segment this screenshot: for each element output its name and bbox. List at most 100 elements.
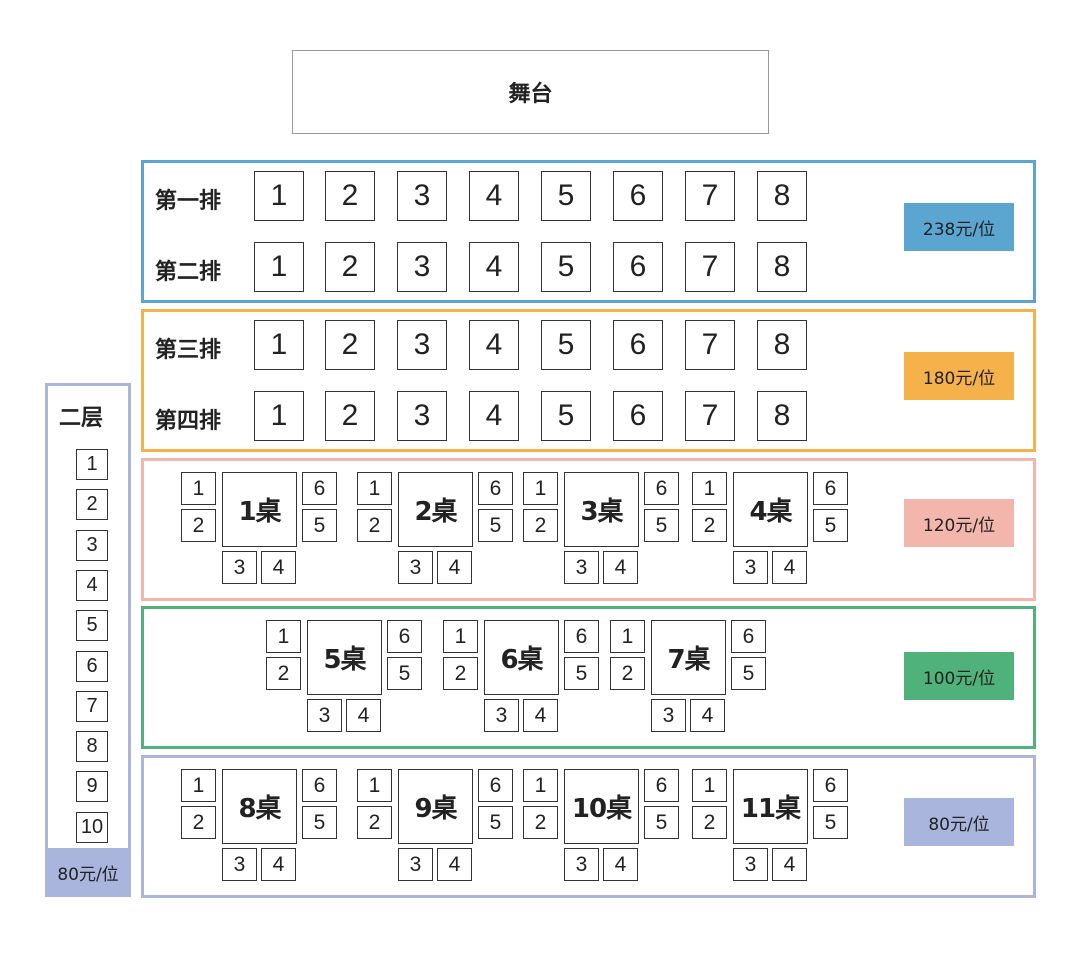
seat[interactable]: 4: [469, 320, 519, 370]
seat[interactable]: 3: [397, 391, 447, 441]
table-seat[interactable]: 3: [398, 848, 433, 881]
table-seat[interactable]: 4: [603, 848, 638, 881]
table-seat[interactable]: 3: [564, 551, 599, 584]
table[interactable]: 6桌: [484, 620, 559, 695]
seat[interactable]: 8: [757, 391, 807, 441]
table-seat[interactable]: 5: [387, 657, 422, 690]
table-seat[interactable]: 6: [813, 472, 848, 505]
table-seat[interactable]: 3: [398, 551, 433, 584]
table-seat[interactable]: 4: [690, 699, 725, 732]
seat[interactable]: 5: [541, 171, 591, 221]
table[interactable]: 5桌: [307, 620, 382, 695]
balcony-seat[interactable]: 6: [76, 650, 108, 682]
table-seat[interactable]: 5: [731, 657, 766, 690]
table[interactable]: 1桌: [222, 472, 297, 547]
table[interactable]: 11桌: [733, 769, 808, 844]
balcony-seat[interactable]: 8: [76, 731, 108, 763]
table-seat[interactable]: 6: [387, 620, 422, 653]
seat[interactable]: 4: [469, 242, 519, 292]
table-seat[interactable]: 2: [692, 806, 727, 839]
table-seat[interactable]: 3: [733, 848, 768, 881]
seat[interactable]: 2: [325, 391, 375, 441]
table-seat[interactable]: 5: [813, 509, 848, 542]
table[interactable]: 2桌: [398, 472, 473, 547]
table-seat[interactable]: 1: [692, 472, 727, 505]
balcony-seat[interactable]: 7: [76, 690, 108, 722]
table-seat[interactable]: 1: [692, 769, 727, 802]
seat[interactable]: 5: [541, 320, 591, 370]
balcony-seat[interactable]: 9: [76, 771, 108, 803]
balcony-seat[interactable]: 3: [76, 529, 108, 561]
table-seat[interactable]: 2: [181, 509, 216, 542]
table-seat[interactable]: 4: [603, 551, 638, 584]
seat[interactable]: 2: [325, 320, 375, 370]
seat[interactable]: 3: [397, 242, 447, 292]
table[interactable]: 7桌: [651, 620, 726, 695]
seat[interactable]: 6: [613, 391, 663, 441]
table-seat[interactable]: 3: [222, 551, 257, 584]
table-seat[interactable]: 5: [564, 657, 599, 690]
table-seat[interactable]: 4: [772, 848, 807, 881]
seat[interactable]: 6: [613, 320, 663, 370]
table-seat[interactable]: 6: [564, 620, 599, 653]
table-seat[interactable]: 5: [644, 509, 679, 542]
seat[interactable]: 6: [613, 242, 663, 292]
table-seat[interactable]: 2: [610, 657, 645, 690]
table[interactable]: 9桌: [398, 769, 473, 844]
table-seat[interactable]: 3: [307, 699, 342, 732]
balcony-seat[interactable]: 10: [76, 811, 108, 843]
seat[interactable]: 3: [397, 171, 447, 221]
table-seat[interactable]: 3: [484, 699, 519, 732]
seat[interactable]: 4: [469, 171, 519, 221]
table-seat[interactable]: 2: [181, 806, 216, 839]
table-seat[interactable]: 4: [437, 848, 472, 881]
table[interactable]: 4桌: [733, 472, 808, 547]
balcony-seat[interactable]: 1: [76, 449, 108, 480]
table-seat[interactable]: 1: [357, 769, 392, 802]
seat[interactable]: 7: [685, 320, 735, 370]
seat[interactable]: 1: [254, 242, 304, 292]
table-seat[interactable]: 6: [813, 769, 848, 802]
seat[interactable]: 5: [541, 242, 591, 292]
table-seat[interactable]: 1: [523, 769, 558, 802]
table-seat[interactable]: 6: [644, 769, 679, 802]
table-seat[interactable]: 6: [731, 620, 766, 653]
table-seat[interactable]: 4: [346, 699, 381, 732]
balcony-seat[interactable]: 5: [76, 610, 108, 642]
table-seat[interactable]: 1: [443, 620, 478, 653]
seat[interactable]: 6: [613, 171, 663, 221]
table-seat[interactable]: 4: [523, 699, 558, 732]
table-seat[interactable]: 2: [523, 806, 558, 839]
balcony-seat[interactable]: 2: [76, 489, 108, 521]
table-seat[interactable]: 6: [644, 472, 679, 505]
table-seat[interactable]: 2: [357, 806, 392, 839]
table-seat[interactable]: 3: [564, 848, 599, 881]
table-seat[interactable]: 1: [357, 472, 392, 505]
seat[interactable]: 8: [757, 320, 807, 370]
table-seat[interactable]: 4: [261, 848, 296, 881]
table-seat[interactable]: 1: [610, 620, 645, 653]
seat[interactable]: 7: [685, 391, 735, 441]
table-seat[interactable]: 5: [813, 806, 848, 839]
balcony-seat[interactable]: 4: [76, 569, 108, 601]
table-seat[interactable]: 6: [302, 769, 337, 802]
table-seat[interactable]: 1: [266, 620, 301, 653]
table[interactable]: 10桌: [564, 769, 639, 844]
table-seat[interactable]: 2: [266, 657, 301, 690]
table-seat[interactable]: 5: [302, 509, 337, 542]
table-seat[interactable]: 6: [478, 472, 513, 505]
seat[interactable]: 1: [254, 391, 304, 441]
table-seat[interactable]: 6: [302, 472, 337, 505]
table-seat[interactable]: 5: [302, 806, 337, 839]
table-seat[interactable]: 2: [523, 509, 558, 542]
seat[interactable]: 1: [254, 171, 304, 221]
seat[interactable]: 7: [685, 242, 735, 292]
table-seat[interactable]: 1: [523, 472, 558, 505]
seat[interactable]: 5: [541, 391, 591, 441]
seat[interactable]: 2: [325, 171, 375, 221]
table-seat[interactable]: 2: [692, 509, 727, 542]
table-seat[interactable]: 5: [478, 806, 513, 839]
seat[interactable]: 2: [325, 242, 375, 292]
seat[interactable]: 8: [757, 171, 807, 221]
table-seat[interactable]: 4: [437, 551, 472, 584]
